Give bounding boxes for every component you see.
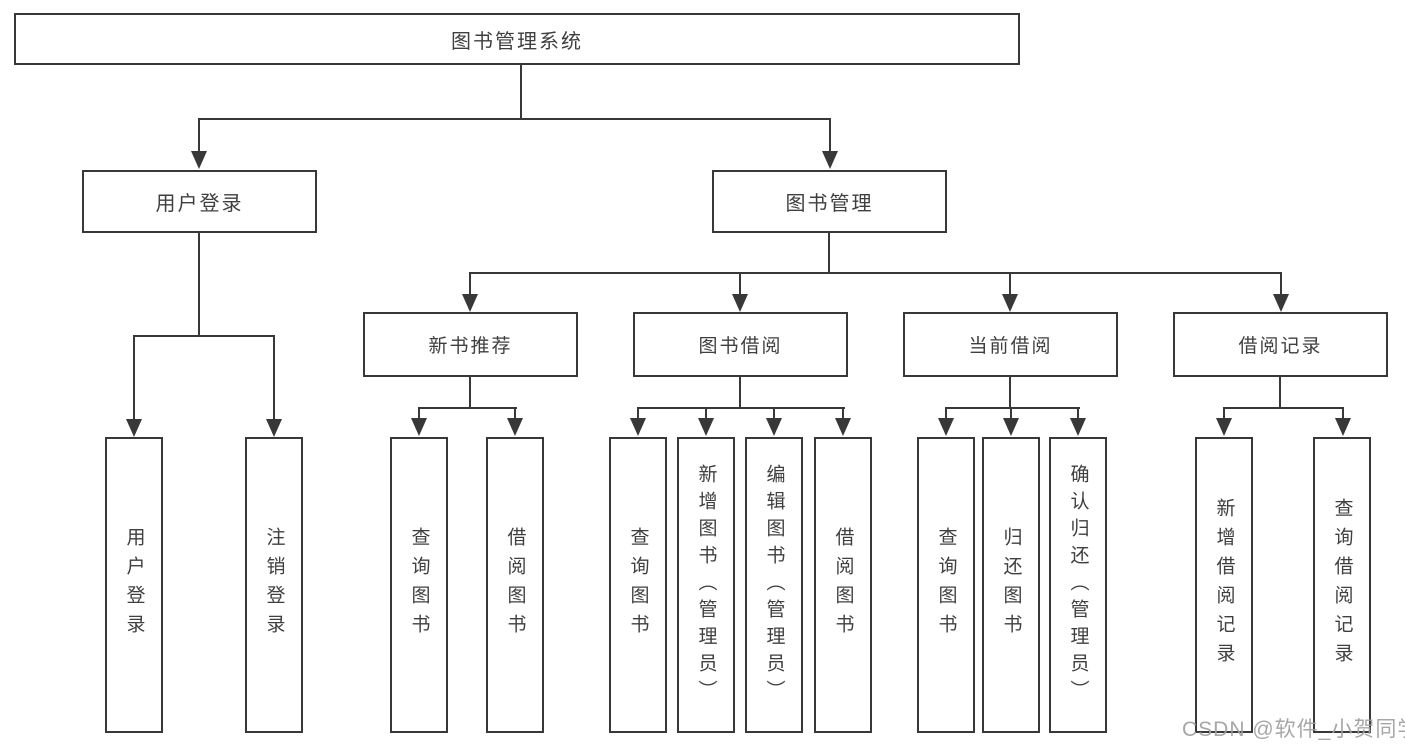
connector-borrow-records-stem: [1279, 377, 1281, 407]
leaf-query-books-label: 查询图书: [627, 527, 649, 643]
leaf-edit-books-admin-label: 编辑图书（管理员）: [763, 463, 785, 707]
arrow-to-leaf: [1070, 418, 1086, 436]
leaf-confirm-return-admin-box: 确认归还（管理员）: [1049, 437, 1107, 733]
connector-new-books-drop: [469, 272, 471, 295]
leaf-add-books-admin-label: 新增图书（管理员）: [695, 463, 717, 707]
arrow-to-leaf: [1003, 418, 1019, 436]
leaf-return-books-box: 归还图书: [982, 437, 1040, 733]
leaf-user-login-label: 用户登录: [123, 527, 145, 643]
leaf-borrow-books-label: 借阅图书: [504, 527, 526, 643]
arrow-to-leaf: [1335, 418, 1351, 436]
connector-leaf-drop: [1010, 407, 1012, 419]
leaf-query-books-label: 查询图书: [935, 527, 957, 643]
connector-leaf-drop: [1077, 407, 1079, 419]
leaf-query-books-box: 查询图书: [917, 437, 975, 733]
leaf-confirm-return-admin-label: 确认归还（管理员）: [1067, 463, 1089, 707]
csdn-watermark: CSDN @软件_小贺同学: [1182, 718, 1405, 741]
leaf-query-borrow-record-label: 查询借阅记录: [1331, 498, 1353, 672]
arrow-to-login-leaf: [126, 419, 142, 437]
arrow-to-logout-leaf: [266, 419, 282, 437]
arrow-to-current-borrow: [1002, 294, 1018, 312]
arrow-to-leaf: [1216, 418, 1232, 436]
arrow-to-user-login: [191, 151, 207, 169]
connector-user-login-rail: [133, 335, 275, 337]
node-borrow-records-label: 借阅记录: [1238, 336, 1323, 357]
connector-root-rail: [198, 118, 831, 120]
node-current-borrow-box: 当前借阅: [903, 312, 1118, 377]
arrow-to-leaf: [938, 418, 954, 436]
connector-current-borrow-rail: [945, 407, 1080, 409]
leaf-return-books-label: 归还图书: [1000, 527, 1022, 643]
connector-book-mgmt-drop: [829, 118, 831, 152]
leaf-query-books-box: 查询图书: [390, 437, 448, 733]
leaf-add-borrow-record-box: 新增借阅记录: [1195, 437, 1253, 733]
connector-leaf-drop: [1342, 407, 1344, 419]
connector-leaf-drop: [773, 407, 775, 419]
leaf-borrow-books-box: 借阅图书: [814, 437, 872, 733]
arrow-to-borrow-records: [1273, 294, 1289, 312]
connector-leaf-drop: [842, 407, 844, 419]
node-current-borrow-label: 当前借阅: [968, 336, 1053, 357]
node-book-borrow-box: 图书借阅: [633, 312, 848, 377]
arrow-to-leaf: [630, 418, 646, 436]
connector-leaf-drop: [514, 407, 516, 419]
leaf-user-login-box: 用户登录: [105, 437, 163, 733]
arrow-to-leaf: [507, 418, 523, 436]
leaf-logout-label: 注销登录: [263, 527, 285, 643]
connector-root-stem: [520, 65, 522, 118]
leaf-query-borrow-record-box: 查询借阅记录: [1313, 437, 1371, 733]
connector-new-books-stem: [469, 377, 471, 407]
leaf-borrow-books-label: 借阅图书: [832, 527, 854, 643]
root-node-label: 图书管理系统: [451, 30, 583, 53]
leaf-query-books-label: 查询图书: [408, 527, 430, 643]
leaf-query-books-box: 查询图书: [609, 437, 667, 733]
connector-current-borrow-drop: [1009, 272, 1011, 295]
connector-book-mgmt-rail: [469, 272, 1282, 274]
connector-book-borrow-rail: [637, 407, 845, 409]
leaf-logout-box: 注销登录: [245, 437, 303, 733]
connector-book-borrow-drop: [739, 272, 741, 295]
node-user-login-label: 用户登录: [155, 193, 244, 215]
connector-user-login-stem: [198, 233, 200, 335]
connector-book-mgmt-stem: [828, 233, 830, 272]
connector-borrow-records-rail: [1223, 407, 1344, 409]
node-book-mgmt-box: 图书管理: [712, 170, 947, 233]
connector-leaf-drop: [1223, 407, 1225, 419]
connector-logout-leaf-drop: [273, 335, 275, 420]
connector-current-borrow-stem: [1009, 377, 1011, 407]
connector-leaf-drop: [637, 407, 639, 419]
node-new-books-label: 新书推荐: [428, 336, 513, 357]
connector-new-books-rail: [418, 407, 517, 409]
leaf-borrow-books-box: 借阅图书: [486, 437, 544, 733]
connector-user-login-drop: [198, 118, 200, 152]
arrow-to-leaf: [411, 418, 427, 436]
arrow-to-book-borrow: [732, 294, 748, 312]
root-node-box: 图书管理系统: [14, 13, 1020, 65]
connector-book-borrow-stem: [739, 377, 741, 407]
node-borrow-records-box: 借阅记录: [1173, 312, 1388, 377]
arrow-to-book-mgmt: [822, 151, 838, 169]
arrow-to-leaf: [698, 418, 714, 436]
leaf-add-borrow-record-label: 新增借阅记录: [1213, 498, 1235, 672]
arrow-to-leaf: [835, 418, 851, 436]
connector-leaf-drop: [418, 407, 420, 419]
connector-borrow-records-drop: [1280, 272, 1282, 295]
node-user-login-box: 用户登录: [82, 170, 317, 233]
connector-leaf-drop: [945, 407, 947, 419]
connector-leaf-drop: [705, 407, 707, 419]
connector-login-leaf-drop: [133, 335, 135, 420]
leaf-edit-books-admin-box: 编辑图书（管理员）: [745, 437, 803, 733]
node-book-mgmt-label: 图书管理: [785, 193, 874, 215]
arrow-to-new-books: [462, 294, 478, 312]
node-book-borrow-label: 图书借阅: [698, 336, 783, 357]
node-new-books-box: 新书推荐: [363, 312, 578, 377]
arrow-to-leaf: [766, 418, 782, 436]
leaf-add-books-admin-box: 新增图书（管理员）: [677, 437, 735, 733]
